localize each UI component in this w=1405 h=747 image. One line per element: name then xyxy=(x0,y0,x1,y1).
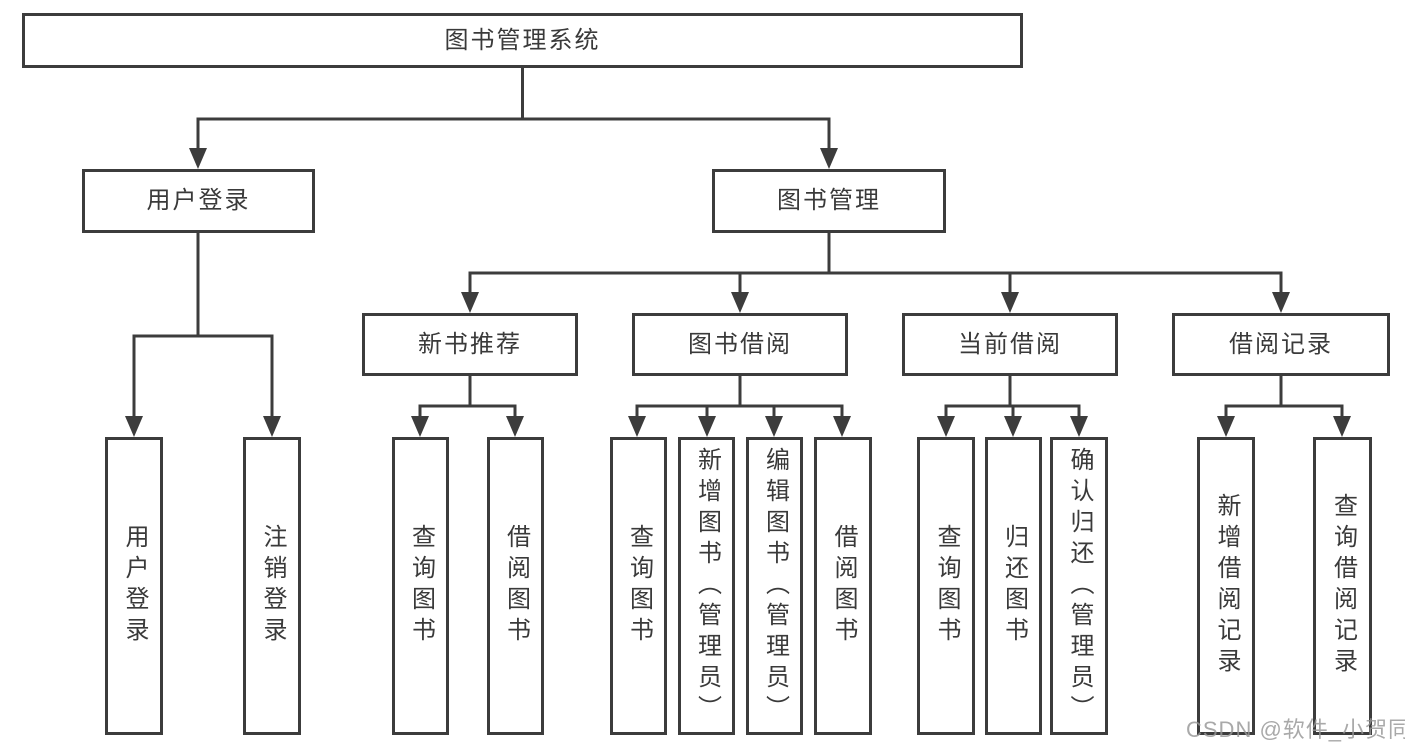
leaf-edit-books-admin: 编辑图书（管理员） xyxy=(746,437,803,735)
node-new-book-recommendation: 新书推荐 xyxy=(362,313,578,376)
node-label: 注销登录 xyxy=(259,524,286,648)
node-label: 借阅记录 xyxy=(1229,330,1333,358)
node-label: 查询图书 xyxy=(407,524,435,648)
leaf-query-books-2: 查询图书 xyxy=(610,437,667,735)
node-label: 借阅图书 xyxy=(502,524,530,648)
node-label: 当前借阅 xyxy=(958,330,1062,358)
node-user-login: 用户登录 xyxy=(82,169,315,233)
node-book-management: 图书管理 xyxy=(712,169,946,233)
leaf-confirm-return-admin: 确认归还（管理员） xyxy=(1050,437,1108,735)
leaf-add-borrow-record: 新增借阅记录 xyxy=(1197,437,1255,735)
node-label: 图书管理系统 xyxy=(444,26,601,54)
node-label: 编辑图书（管理员） xyxy=(761,446,789,726)
node-label: 查询图书 xyxy=(625,524,653,648)
leaf-user-login: 用户登录 xyxy=(105,437,163,735)
node-label: 图书管理 xyxy=(777,187,881,214)
node-label: 图书借阅 xyxy=(688,330,792,358)
leaf-borrow-books-1: 借阅图书 xyxy=(487,437,544,735)
node-label: 新增图书（管理员） xyxy=(693,446,721,726)
leaf-logout: 注销登录 xyxy=(243,437,301,735)
node-book-borrowing: 图书借阅 xyxy=(632,313,848,376)
csdn-watermark: CSDN @软件_小贺同学 xyxy=(1186,717,1405,742)
leaf-add-books-admin: 新增图书（管理员） xyxy=(678,437,735,735)
node-label: 查询图书 xyxy=(933,524,960,648)
leaf-return-books: 归还图书 xyxy=(985,437,1042,735)
node-label: 归还图书 xyxy=(1000,524,1028,648)
leaf-query-borrow-record: 查询借阅记录 xyxy=(1313,437,1372,735)
node-label: 用户登录 xyxy=(146,187,251,214)
node-borrowing-records: 借阅记录 xyxy=(1172,313,1390,376)
leaf-query-books-3: 查询图书 xyxy=(917,437,975,735)
node-label: 借阅图书 xyxy=(830,524,857,648)
node-library-system: 图书管理系统 xyxy=(22,13,1023,68)
leaf-borrow-books-2: 借阅图书 xyxy=(814,437,872,735)
node-current-borrowing: 当前借阅 xyxy=(902,313,1118,376)
node-label: 查询借阅记录 xyxy=(1329,493,1357,679)
leaf-query-books-1: 查询图书 xyxy=(392,437,449,735)
node-label: 新增借阅记录 xyxy=(1213,493,1240,679)
node-label: 确认归还（管理员） xyxy=(1066,446,1093,726)
node-label: 用户登录 xyxy=(121,524,148,648)
node-label: 新书推荐 xyxy=(418,330,522,358)
